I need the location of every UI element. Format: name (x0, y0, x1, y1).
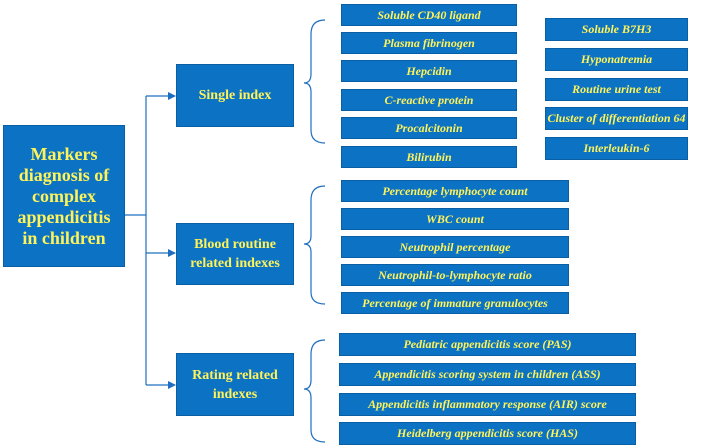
category-blood-routine: Blood routine related indexes (176, 223, 294, 285)
item-hyponatremia: Hyponatremia (545, 48, 688, 71)
item-procalcitonin: Procalcitonin (341, 117, 517, 139)
root-node: Markers diagnosis of complex appendiciti… (3, 125, 125, 267)
category-single-index: Single index (176, 64, 294, 127)
item-immature-granulocytes: Percentage of immature granulocytes (341, 292, 569, 314)
item-hepcidin: Hepcidin (341, 60, 517, 82)
category-rating: Rating related indexes (176, 353, 294, 416)
item-neutrophil-percentage: Neutrophil percentage (341, 236, 569, 258)
item-plasma-fibrinogen: Plasma fibrinogen (341, 32, 517, 54)
item-soluble-b7h3: Soluble B7H3 (545, 18, 688, 41)
item-interleukin-6: Interleukin-6 (545, 137, 688, 160)
brace-blood-routine (303, 185, 326, 305)
item-pas: Pediatric appendicitis score (PAS) (339, 333, 636, 356)
brace-rating (303, 339, 326, 443)
item-percentage-lymphocyte-count: Percentage lymphocyte count (341, 180, 569, 202)
brace-single-index (303, 19, 326, 144)
item-routine-urine-test: Routine urine test (545, 78, 688, 101)
item-ass: Appendicitis scoring system in children … (339, 363, 636, 386)
item-has: Heidelberg appendicitis score (HAS) (339, 422, 636, 445)
item-neutrophil-lymphocyte-ratio: Neutrophil-to-lymphocyte ratio (341, 264, 569, 286)
item-air-score: Appendicitis inflammatory response (AIR)… (339, 393, 636, 416)
item-wbc-count: WBC count (341, 208, 569, 230)
item-cd64: Cluster of differentiation 64 (545, 107, 688, 130)
item-bilirubin: Bilirubin (341, 146, 517, 168)
item-c-reactive-protein: C-reactive protein (341, 89, 517, 111)
item-soluble-cd40-ligand: Soluble CD40 ligand (341, 4, 517, 26)
